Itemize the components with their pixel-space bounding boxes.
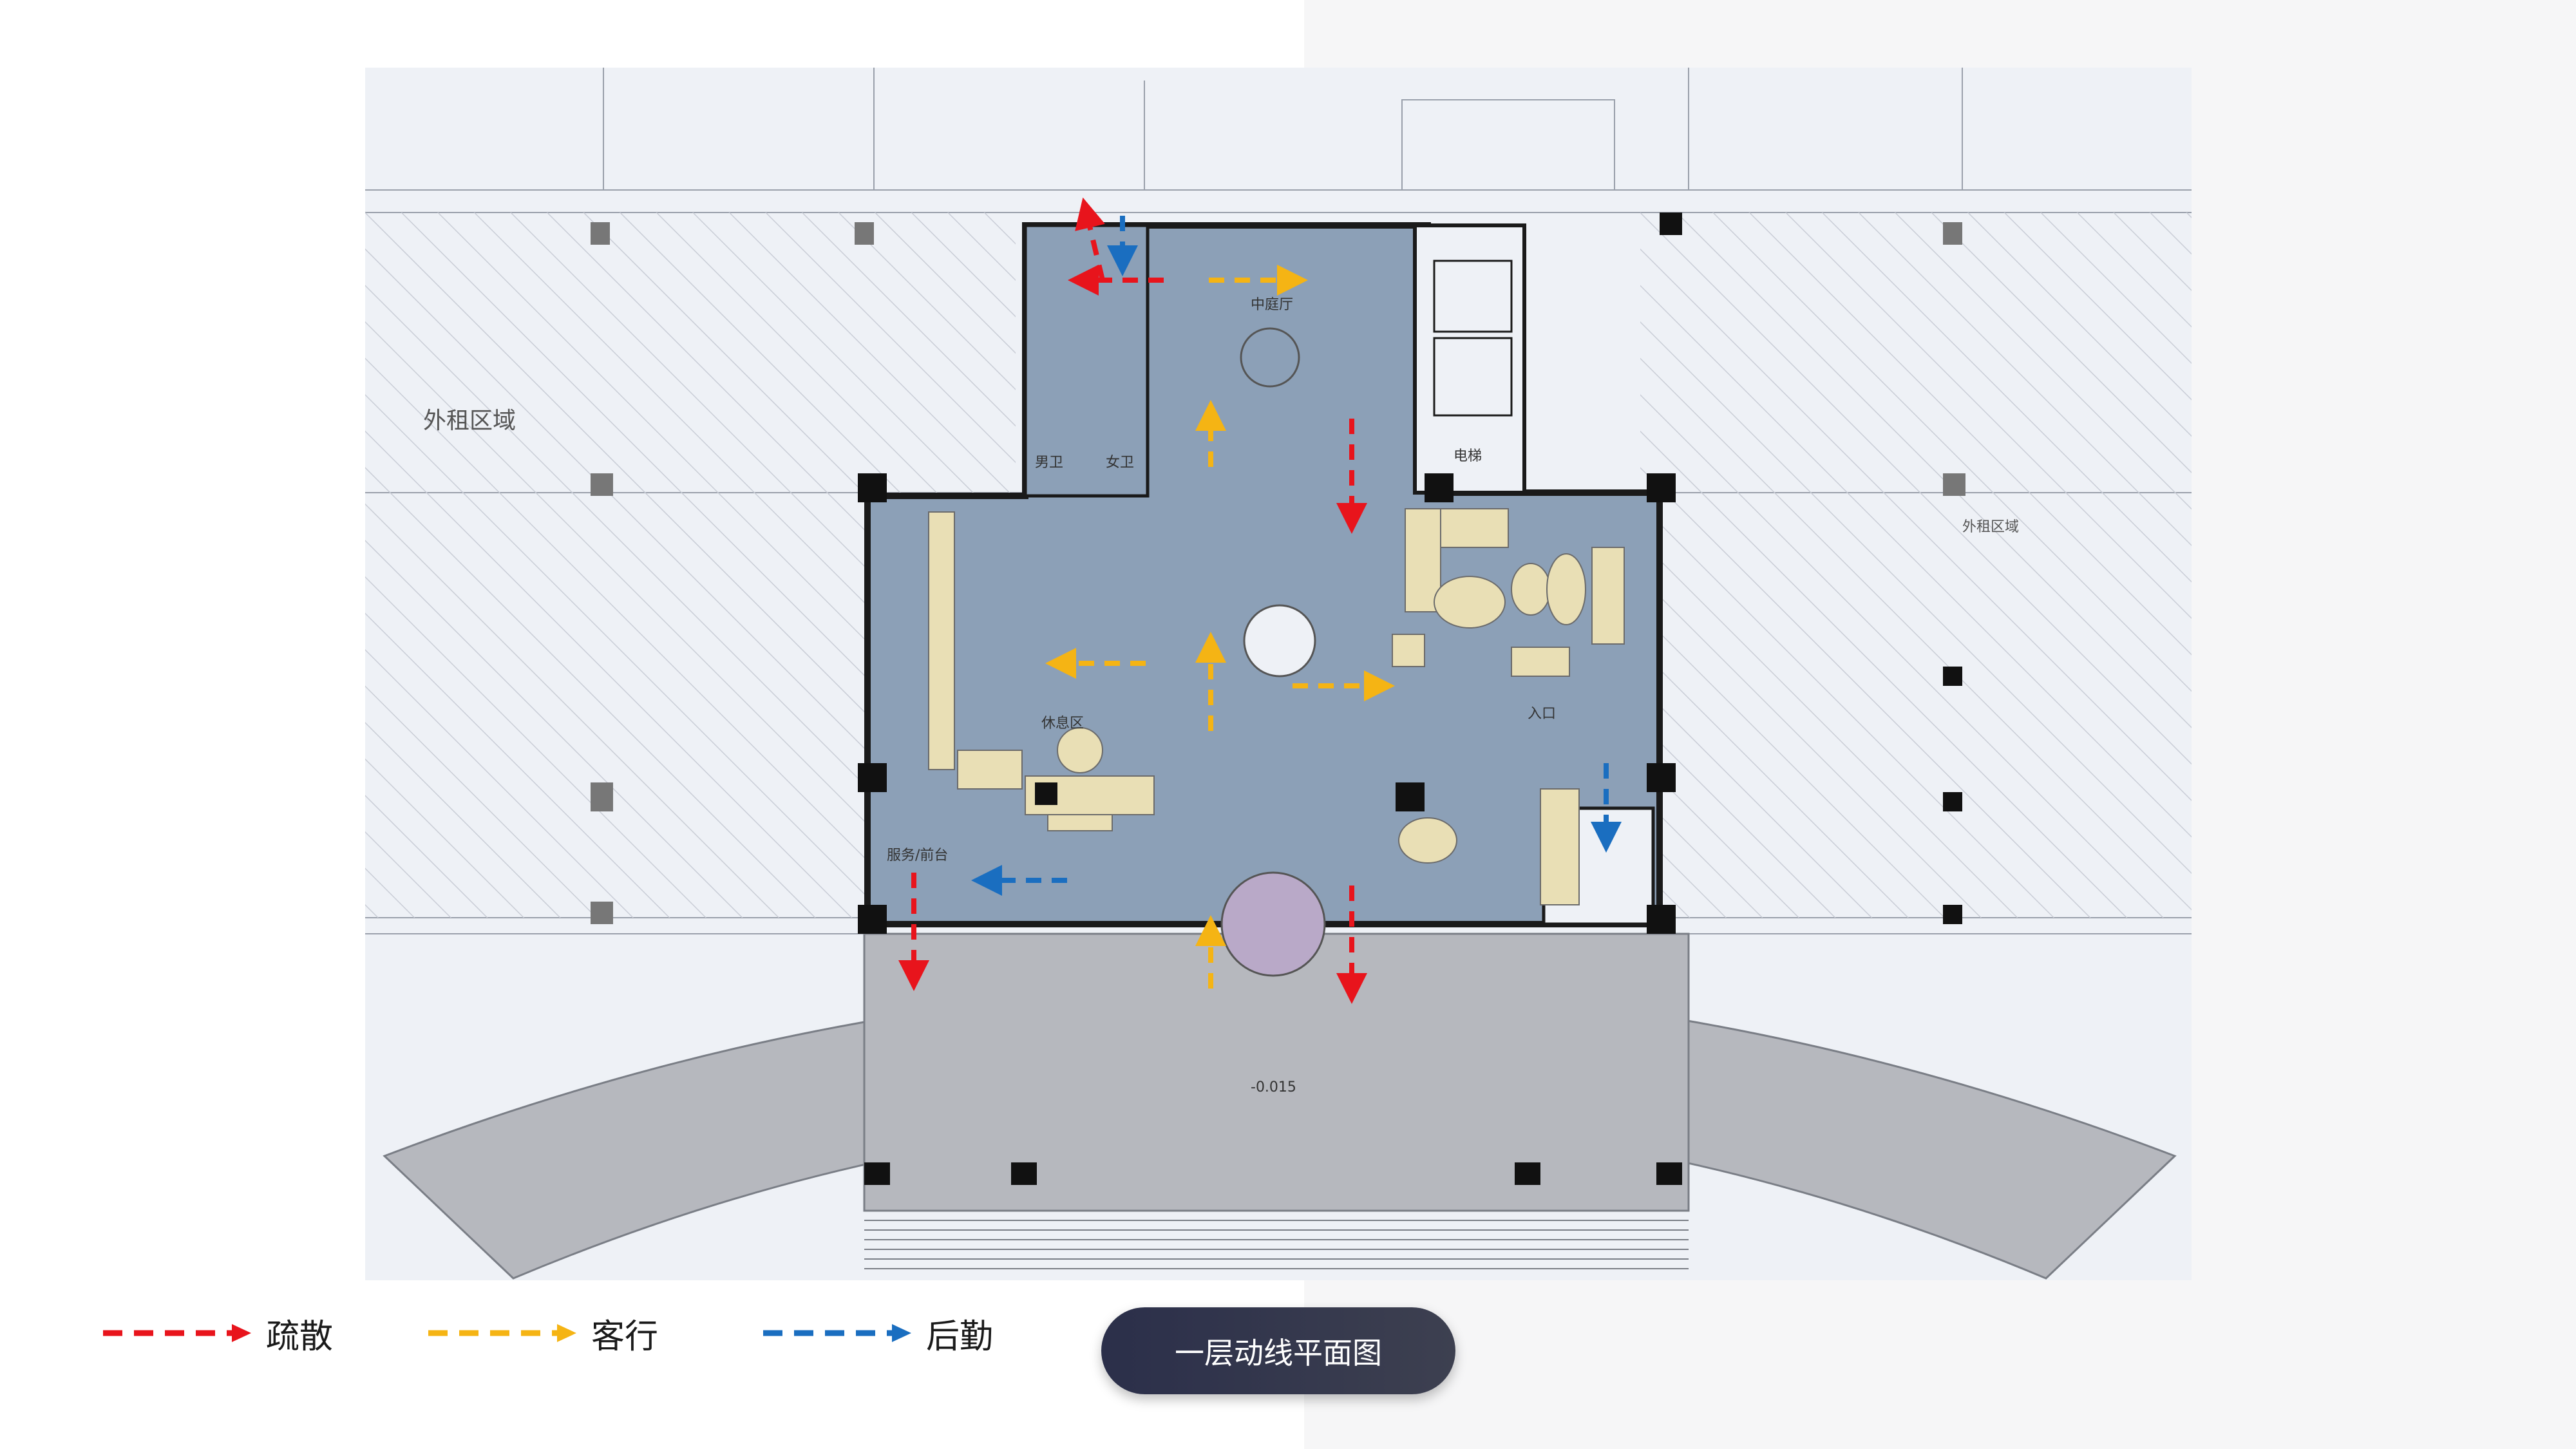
legend-service-label: 后勤 <box>926 1317 994 1356</box>
evacuation-legend-icon <box>103 1324 251 1342</box>
label-side-right: 外租区域 <box>1962 519 2019 535</box>
label-toilet-m: 男卫 <box>1035 455 1063 471</box>
legend-evacuation-label: 疏散 <box>266 1317 334 1356</box>
service-routes <box>971 216 1622 896</box>
label-hall: 中庭厅 <box>1251 297 1293 313</box>
evacuation-routes <box>898 197 1367 1004</box>
plan-title-badge: 一层动线平面图 <box>1101 1307 1455 1394</box>
furniture <box>928 508 1625 905</box>
label-elevator: 电梯 <box>1454 448 1482 464</box>
legend-guest: 客行 <box>425 1307 658 1359</box>
columns <box>858 213 1962 1185</box>
label-toilet-f: 女卫 <box>1106 455 1134 471</box>
feature-top <box>1240 327 1300 388</box>
floor-plan: 中庭厅 休息区 服务/前台 入口 男卫 女卫 电梯 外租区域 外租区域 -0.0… <box>365 68 2192 1280</box>
label-side-left: 外租区域 <box>423 408 516 434</box>
plan-title: 一层动线平面图 <box>1175 1335 1382 1370</box>
service-legend-icon <box>763 1324 911 1342</box>
elevator-1 <box>1433 260 1513 333</box>
elevator-core <box>1413 223 1526 495</box>
guest-routes <box>1045 265 1395 989</box>
elevator-2 <box>1433 337 1513 417</box>
label-entrance: 入口 <box>1528 706 1556 722</box>
entrance-steps <box>864 1220 1689 1269</box>
guest-legend-icon <box>428 1324 576 1342</box>
legend-evacuation: 疏散 <box>100 1307 333 1359</box>
room-labels: 中庭厅 休息区 服务/前台 入口 男卫 女卫 电梯 外租区域 外租区域 -0.0… <box>423 297 2019 1095</box>
legend-guest-label: 客行 <box>591 1317 659 1356</box>
right-hatched-area <box>1640 213 2192 918</box>
label-service: 服务/前台 <box>887 848 948 864</box>
floor-plan-drawing: 中庭厅 休息区 服务/前台 入口 男卫 女卫 电梯 外租区域 外租区域 -0.0… <box>365 68 2192 1280</box>
legend-service: 后勤 <box>760 1307 993 1359</box>
revolving-door <box>1220 871 1326 977</box>
pillar-markers <box>591 222 1965 924</box>
label-rest-area: 休息区 <box>1041 715 1084 732</box>
label-elevation: -0.015 <box>1251 1079 1296 1095</box>
central-feature <box>1243 604 1316 677</box>
